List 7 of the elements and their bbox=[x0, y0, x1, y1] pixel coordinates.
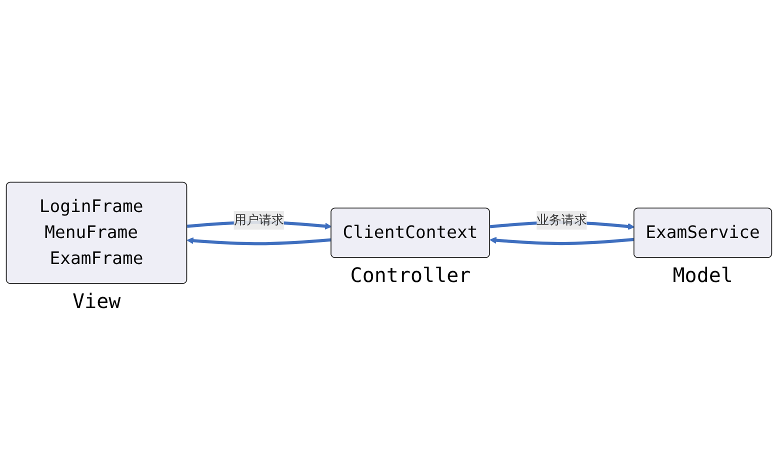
layer-caption: View bbox=[72, 289, 121, 314]
edge-label: 用户请求 bbox=[234, 212, 284, 228]
layer-caption: Model bbox=[672, 263, 733, 288]
arrow bbox=[186, 236, 332, 245]
arrow bbox=[490, 236, 634, 245]
layer-caption: Controller bbox=[350, 263, 471, 288]
edge-label: 业务请求 bbox=[536, 212, 587, 228]
